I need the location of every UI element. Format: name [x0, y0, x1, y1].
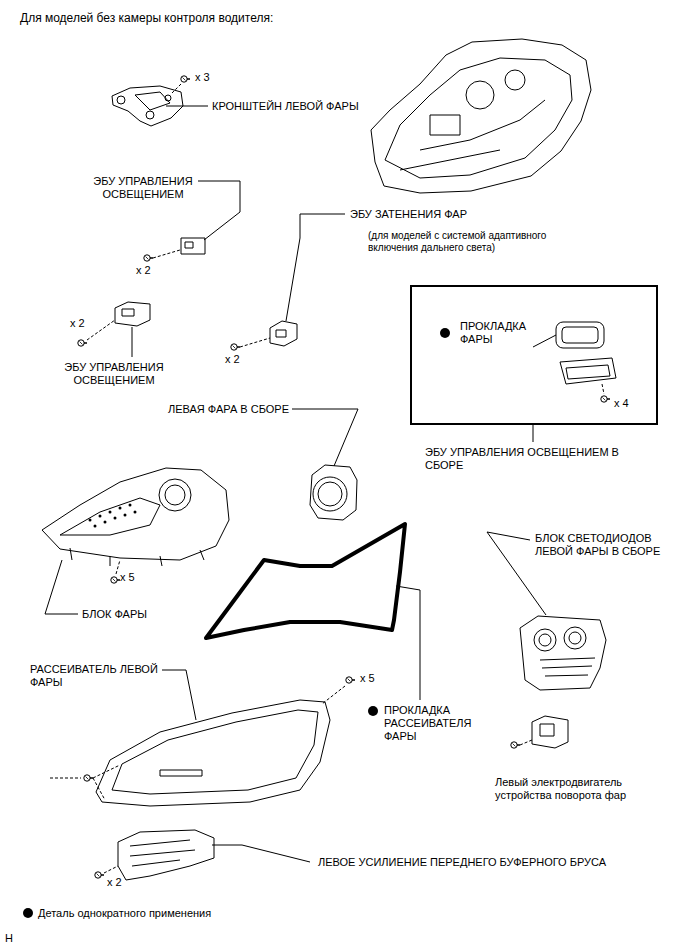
part-name: Левый электродвигатель устройства поворо… [495, 776, 635, 802]
quantity: x 4 [614, 397, 629, 410]
part-name: ПРОКЛАДКА РАССЕИВАТЕЛЯ ФАРЫ [384, 704, 484, 743]
quantity: x 2 [136, 264, 151, 277]
part-name: ЛЕВОЕ УСИЛИЕНИЕ ПЕРЕДНЕГО БУФЕРНОГО БРУС… [318, 856, 606, 869]
part-name: ЭБУ ЗАТЕНЕНИЯ ФАР [350, 208, 467, 221]
part-name: КРОНШТЕЙН ЛЕВОЙ ФАРЫ [212, 100, 359, 113]
note: (для моделей с системой адаптивного вклю… [368, 230, 573, 254]
part-name: БЛОК ФАРЫ [82, 608, 147, 621]
figure-code: H [5, 932, 13, 945]
part-name: ЭБУ УПРАВЛЕНИЯ ОСВЕЩЕНИЕМ В СБОРЕ [425, 446, 630, 472]
quantity: x 2 [70, 317, 85, 330]
quantity: x 5 [120, 571, 135, 584]
part-name: ЛЕВАЯ ФАРА В СБОРЕ [168, 403, 289, 416]
part-name: ЭБУ УПРАВЛЕНИЯ ОСВЕЩЕНИЕМ [58, 361, 170, 387]
quantity: x 2 [107, 876, 122, 889]
quantity: x 3 [195, 71, 210, 84]
part-name: ПРОКЛАДКА ФАРЫ [460, 320, 540, 346]
quantity: x 5 [360, 672, 375, 685]
quantity: x 2 [225, 353, 240, 366]
legend-text: Деталь однократного применения [38, 907, 211, 920]
part-name: БЛОК СВЕТОДИОДОВ ЛЕВОЙ ФАРЫ В СБОРЕ [535, 532, 675, 558]
part-name: ЭБУ УПРАВЛЕНИЯ ОСВЕЩЕНИЕМ [88, 175, 198, 201]
part-name: РАССЕИВАТЕЛЬ ЛЕВОЙ ФАРЫ [30, 663, 160, 689]
frame-box: ПРОКЛАДКА ФАРЫ x 4 [410, 285, 658, 425]
diagram-title: Для моделей без камеры контроля водителя… [20, 11, 273, 25]
